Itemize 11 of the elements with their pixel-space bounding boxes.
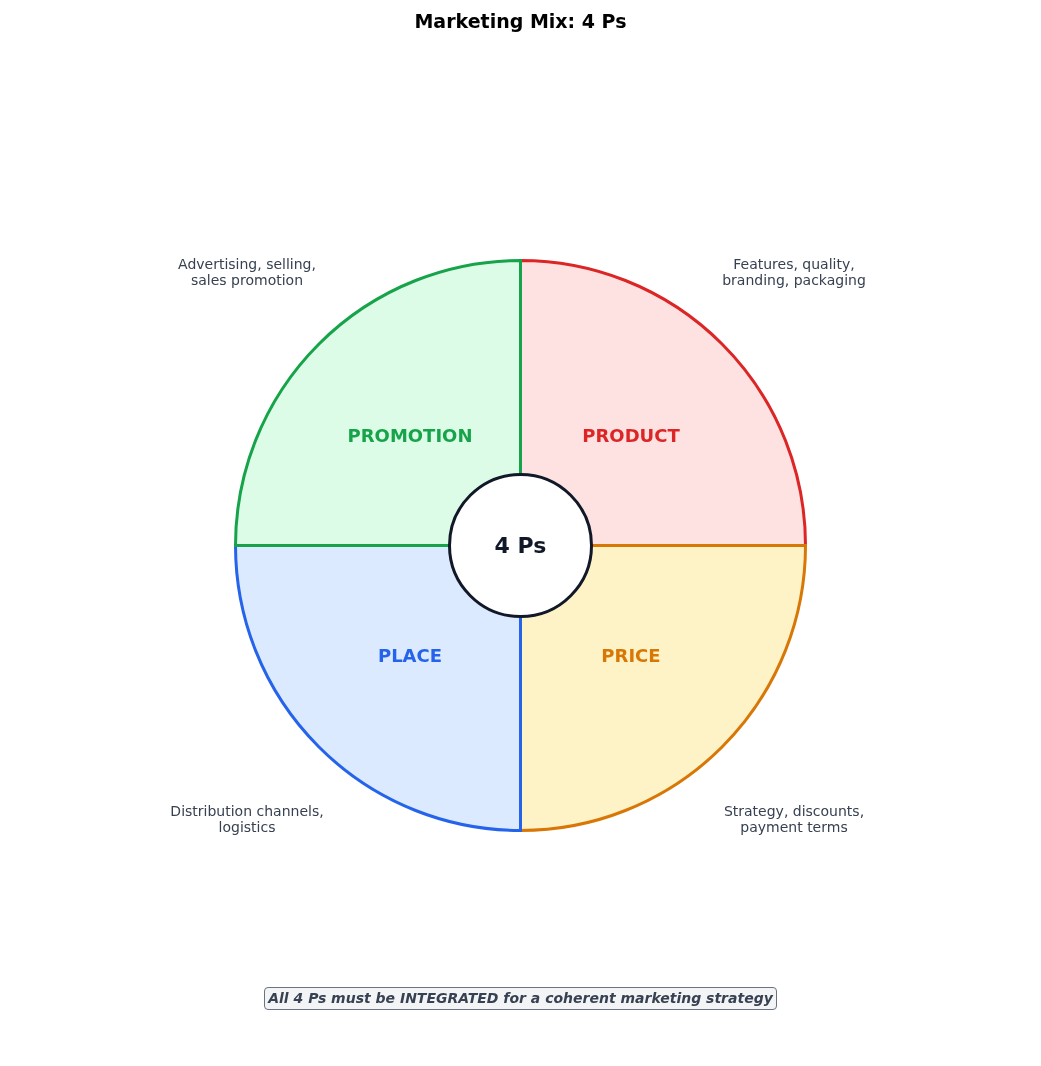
description-text: Features, quality, branding, packaging bbox=[721, 256, 867, 288]
hub-label: 4 Ps bbox=[494, 534, 547, 557]
quadrant-label: PRICE bbox=[601, 644, 661, 667]
description-text: Advertising, selling, sales promotion bbox=[177, 256, 317, 288]
description-text: Strategy, discounts, payment terms bbox=[722, 803, 866, 835]
quadrant-label: PLACE bbox=[377, 644, 443, 667]
quadrant-label: PRODUCT bbox=[582, 424, 680, 447]
description-text: Distribution channels, logistics bbox=[169, 803, 325, 835]
quadrant-label: PROMOTION bbox=[347, 424, 473, 447]
callout-note: All 4 Ps must be INTEGRATED for a coherent marketing strategy bbox=[264, 987, 777, 1010]
diagram-title: Marketing Mix: 4 Ps bbox=[414, 10, 627, 32]
